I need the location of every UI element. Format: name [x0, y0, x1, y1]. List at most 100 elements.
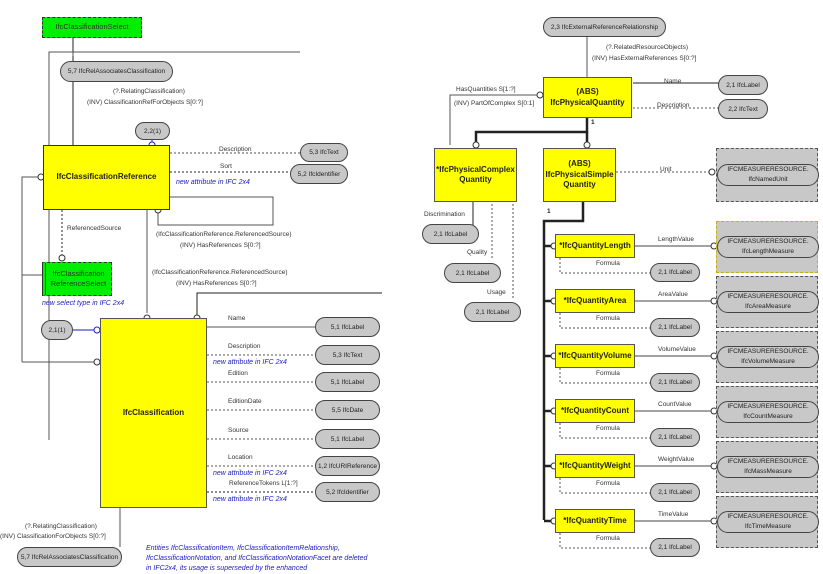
type-ref[interactable]: 2,1 IfcLabel: [650, 538, 700, 557]
type-ref[interactable]: 2,2 IfcText: [718, 99, 768, 119]
measure-external-box[interactable]: IFCMEASURERESOURCE.IfcMassMeasure: [716, 441, 819, 493]
external-type-ref: IFCMEASURERESOURCE.IfcCountMeasure: [717, 401, 819, 423]
type-ref[interactable]: 2,1 IfcLabel: [650, 263, 700, 282]
entity-label: IfcClassificationSelect: [55, 22, 129, 32]
external-type-ref: IFCMEASURERESOURCE.IfcMassMeasure: [717, 456, 819, 478]
attr-label: Sort: [220, 163, 232, 170]
pill-label: 2,1 IfcLabel: [658, 379, 692, 386]
rel-associates-classification-top[interactable]: 5,7 IfcRelAssociatesClassification: [60, 61, 173, 82]
ifc-quantity-entity[interactable]: *IfcQuantityArea: [555, 289, 635, 313]
pill-label: 5,7 IfcRelAssociatesClassification: [20, 553, 119, 561]
abstract-marker: (ABS): [568, 159, 591, 169]
ext-line: IfcVolumeMeasure: [741, 358, 795, 365]
ext-line: IFCMEASURERESOURCE.: [727, 458, 809, 466]
page-ref-2-1[interactable]: 2,1(1): [41, 320, 73, 340]
inverse-label: (?.RelatedResourceObjects): [606, 44, 689, 51]
ifc-quantity-entity[interactable]: *IfcQuantityCount: [555, 399, 635, 423]
unit-external-box[interactable]: IFCMEASURERESOURCE. IfcNamedUnit: [716, 148, 819, 202]
pill-label: 5,1 IfcLabel: [330, 323, 365, 331]
ifc-external-reference-relationship[interactable]: 2,3 IfcExternalReferenceRelationship: [543, 17, 666, 37]
measure-external-box[interactable]: IFCMEASURERESOURCE.IfcTimeMeasure: [716, 496, 819, 548]
entity-label: *IfcQuantityLength: [559, 240, 631, 250]
ifc-quantity-entity[interactable]: *IfcQuantityLength: [555, 234, 635, 258]
ext-line: IFCMEASURERESOURCE.: [727, 238, 809, 246]
page-ref-2-2[interactable]: 2,2(1): [135, 122, 170, 140]
inverse-label: (INV) HasReferences S[0:?]: [176, 280, 257, 287]
type-ref[interactable]: 2,1 IfcLabel: [650, 483, 700, 502]
pill-label: 5,1 IfcLabel: [330, 378, 365, 386]
entity-label: *IfcQuantityWeight: [559, 460, 631, 470]
type-ref[interactable]: 5,1 IfcLabel: [315, 372, 380, 392]
attr-label: Edition: [228, 370, 248, 377]
attr-label: Formula: [596, 535, 620, 542]
entity-label: *IfcQuantityVolume: [558, 350, 632, 360]
measure-external-box[interactable]: IFCMEASURERESOURCE.IfcCountMeasure: [716, 386, 819, 438]
entity-label: IfcClassificationReference: [56, 172, 157, 182]
formula-line: [559, 423, 650, 439]
type-ref[interactable]: 5,3 IfcText: [300, 143, 348, 162]
ext-line: IfcTimeMeasure: [744, 523, 792, 530]
attr-label: Location: [228, 454, 253, 461]
ifc-classification[interactable]: IfcClassification: [100, 318, 207, 508]
external-type-ref: IFCMEASURERESOURCE.IfcTimeMeasure: [717, 511, 819, 533]
type-ref[interactable]: 5,2 IfcIdentifier: [315, 482, 380, 502]
attr-label: Discrimination: [424, 211, 465, 218]
pill-label: 2,1 IfcLabel: [726, 81, 760, 89]
type-ref[interactable]: 2,1 IfcLabel: [650, 428, 700, 447]
ext-line: IFCMEASURERESOURCE.: [727, 293, 809, 301]
type-ref[interactable]: 2,1 IfcLabel: [718, 75, 768, 95]
pill-label: 5,7 IfcRelAssociatesClassification: [67, 68, 166, 75]
entity-label: *IfcQuantityCount: [561, 405, 629, 415]
pill-label: 2,2(1): [144, 127, 161, 135]
pill-label: 2,1 IfcLabel: [658, 434, 692, 441]
pill-label: 2,1 IfcLabel: [658, 269, 692, 276]
measure-external-box[interactable]: IFCMEASURERESOURCE.IfcAreaMeasure: [716, 276, 819, 328]
note-line: Entities IfcClassificationItem, IfcClass…: [146, 545, 340, 552]
attr-label: ReferenceTokens L[1:?]: [229, 480, 298, 487]
entity-label: IfcClassification: [52, 268, 105, 278]
attr-label: Formula: [596, 425, 620, 432]
ifc-quantity-entity[interactable]: *IfcQuantityVolume: [555, 344, 635, 368]
type-ref[interactable]: 2,1 IfcLabel: [422, 224, 479, 244]
pill-label: 2,1 IfcLabel: [658, 489, 692, 496]
attr-label: WeightValue: [658, 456, 695, 463]
ext-line: IFCMEASURERESOURCE.: [727, 403, 809, 411]
type-ref[interactable]: 5,1 IfcLabel: [315, 429, 380, 449]
ifc-quantity-entity[interactable]: *IfcQuantityWeight: [555, 454, 635, 478]
pill-label: 2,3 IfcExternalReferenceRelationship: [550, 23, 659, 31]
type-ref[interactable]: 5,1 IfcLabel: [315, 317, 380, 337]
ifc-physical-quantity[interactable]: (ABS)IfcPhysicalQuantity: [543, 77, 632, 118]
ifc-classification-reference[interactable]: IfcClassificationReference: [43, 145, 170, 210]
ifc-quantity-entity[interactable]: *IfcQuantityTime: [555, 509, 635, 533]
formula-line: [559, 313, 650, 329]
formula-line: [559, 533, 650, 549]
pill-label: 2,1 IfcLabel: [475, 308, 510, 316]
type-ref[interactable]: 2,1 IfcLabel: [464, 302, 521, 322]
attr-label: CountValue: [658, 401, 692, 408]
type-ref[interactable]: 5,5 IfcDate: [315, 400, 380, 420]
new-attribute-note: new attribute in IFC 2x4: [213, 470, 287, 477]
type-ref[interactable]: 2,1 IfcLabel: [650, 318, 700, 337]
entity-label: ReferenceSelect: [50, 279, 107, 288]
rel-associates-classification-bottom[interactable]: 5,7 IfcRelAssociatesClassification: [17, 547, 122, 567]
entity-label: Quantity: [459, 175, 492, 184]
ifc-classification-select[interactable]: IfcClassificationSelect: [42, 17, 142, 38]
type-ref[interactable]: 5,2 IfcIdentifier: [290, 164, 348, 184]
pill-label: 5,1 IfcLabel: [330, 435, 365, 443]
type-ref[interactable]: 5,3 IfcText: [315, 345, 380, 365]
measure-external-box[interactable]: IFCMEASURERESOURCE.IfcLengthMeasure: [716, 221, 819, 273]
type-ref[interactable]: 2,1 IfcLabel: [650, 373, 700, 392]
cardinality-label: 1: [591, 119, 595, 126]
pill-label: 5,2 IfcIdentifier: [297, 170, 341, 178]
external-type-ref: IFCMEASURERESOURCE.IfcAreaMeasure: [717, 291, 819, 313]
measure-external-box[interactable]: IFCMEASURERESOURCE.IfcVolumeMeasure: [716, 331, 819, 383]
formula-line: [559, 258, 650, 274]
type-ref[interactable]: 2,1 IfcLabel: [444, 263, 501, 283]
type-ref[interactable]: 1,2 IfcURIReference: [315, 456, 380, 476]
inverse-label: (INV) HasReferences S[0:?]: [180, 242, 261, 249]
formula-line: [559, 368, 650, 384]
attr-label: Description: [657, 102, 690, 109]
